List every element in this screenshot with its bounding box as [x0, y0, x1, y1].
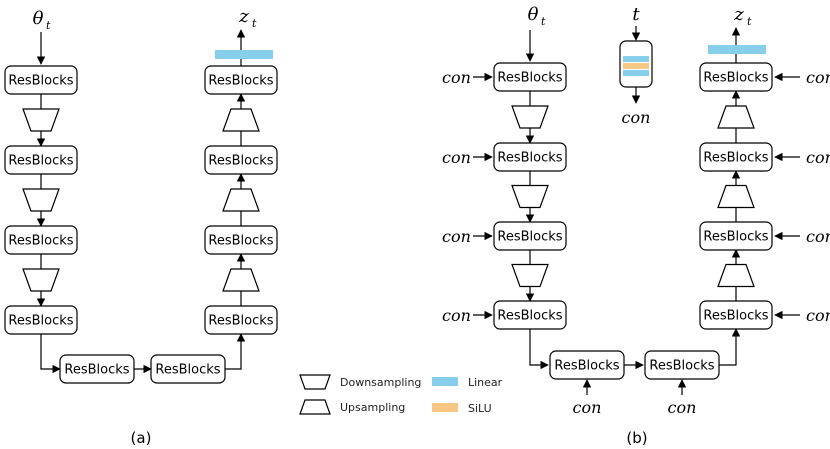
bottom-resblock-b-1-label: ResBlocks: [554, 359, 619, 374]
con-label-encoder-4: con: [442, 306, 471, 325]
flow-arrow: [529, 329, 549, 370]
decoder-resblock-a-2-label: ResBlocks: [208, 154, 273, 169]
encoder-resblock-b-3-label: ResBlocks: [497, 230, 562, 245]
encoder-resblock-a-2: [4, 145, 78, 175]
legend-silu-label: SiLU: [468, 402, 492, 415]
decoder-resblock-b-2-label: ResBlocks: [703, 151, 768, 166]
silu-legend-swatch: [432, 403, 458, 412]
encoder-resblock-a-1: [4, 65, 78, 95]
upsample-a-2: [222, 188, 260, 212]
legend: Downsampling Upsampling Linear SiLU: [299, 374, 503, 415]
con-label-bottom-1: con: [573, 398, 602, 417]
decoder-resblock-a-1-label: ResBlocks: [208, 74, 273, 89]
z-output-b-subscript: t: [747, 15, 752, 28]
encoder-resblock-b-1-label: ResBlocks: [497, 71, 562, 86]
z-output-a: z: [238, 6, 249, 27]
decoder-resblock-a-3: [204, 225, 278, 255]
theta-input-b: θ: [528, 4, 539, 25]
legend-downsampling-label: Downsampling: [340, 376, 421, 389]
con-label-decoder-4: con: [806, 306, 830, 325]
time-linear-2: [623, 70, 649, 76]
flow-arrow: [225, 333, 246, 370]
downsample-a-2: [22, 188, 60, 212]
decoder-resblock-b-1-label: ResBlocks: [703, 71, 768, 86]
con-label-bottom-2: con: [668, 398, 697, 417]
bottom-resblock-b-2-label: ResBlocks: [649, 359, 714, 374]
bottom-resblock-b-1: [549, 350, 625, 380]
encoder-resblock-b-2: [493, 142, 567, 172]
flow-arrow: [719, 328, 741, 366]
linear-legend-swatch: [432, 377, 458, 386]
encoder-resblock-b-3: [493, 221, 567, 251]
legend-upsampling-label: Upsampling: [340, 401, 405, 414]
decoder-resblock-a-4-label: ResBlocks: [208, 314, 273, 329]
downsample-b-3: [511, 263, 549, 288]
legend-linear-label: Linear: [468, 376, 503, 389]
bottom-resblock-b-2: [644, 350, 720, 380]
con-label-encoder-3: con: [442, 227, 471, 246]
encoder-resblock-b-4: [493, 300, 567, 330]
decoder-resblock-b-4-label: ResBlocks: [703, 309, 768, 324]
bottom-resblock-a-1-label: ResBlocks: [64, 363, 129, 378]
theta-input-a: θ: [33, 8, 44, 29]
decoder-resblock-b-2: [699, 142, 773, 172]
encoder-resblock-b-1: [493, 62, 567, 92]
upsample-a-1: [222, 108, 260, 132]
downsample-a-3: [22, 268, 60, 292]
decoder-resblock-b-3-label: ResBlocks: [703, 230, 768, 245]
upsample-b-2: [717, 184, 755, 209]
encoder-resblock-b-2-label: ResBlocks: [497, 151, 562, 166]
time-linear-1: [623, 56, 649, 62]
upsample-b-1: [717, 105, 755, 129]
t-input: t: [632, 4, 640, 25]
bottom-resblock-a-2: [150, 354, 226, 384]
con-label-decoder-2: con: [806, 148, 830, 167]
linear-layer-a: [215, 50, 273, 59]
theta-input-b-subscript: t: [541, 15, 546, 28]
bottom-resblock-a-1: [59, 354, 135, 384]
linear-layer-b: [708, 45, 766, 54]
decoder-resblock-b-4: [699, 300, 773, 330]
decoder-resblock-a-4: [204, 305, 278, 335]
con-label-decoder-3: con: [806, 227, 830, 246]
flow-arrow: [40, 334, 61, 374]
downsample-b-2: [511, 184, 549, 209]
upsampling-legend-icon: [299, 399, 331, 415]
upsample-a-3: [222, 268, 260, 292]
con-label-decoder-1: con: [806, 68, 830, 87]
encoder-resblock-a-3: [4, 225, 78, 255]
downsample-b-1: [511, 105, 549, 129]
con-label-encoder-1: con: [442, 68, 471, 87]
encoder-resblock-a-2-label: ResBlocks: [8, 154, 73, 169]
decoder-resblock-a-3-label: ResBlocks: [208, 234, 273, 249]
decoder-resblock-a-1: [204, 65, 278, 95]
downsample-a-1: [22, 108, 60, 132]
downsampling-legend-icon: [299, 374, 331, 390]
encoder-resblock-b-4-label: ResBlocks: [497, 309, 562, 324]
decoder-resblock-b-1: [699, 62, 773, 92]
encoder-resblock-a-4: [4, 305, 78, 335]
time-silu: [623, 63, 649, 69]
z-output-a-subscript: t: [252, 17, 257, 30]
decoder-resblock-a-2: [204, 145, 278, 175]
encoder-resblock-a-3-label: ResBlocks: [8, 234, 73, 249]
caption-b: (b): [626, 429, 647, 447]
encoder-resblock-a-4-label: ResBlocks: [8, 314, 73, 329]
con-label-time-output: con: [622, 108, 651, 127]
con-label-encoder-2: con: [442, 148, 471, 167]
encoder-resblock-a-1-label: ResBlocks: [8, 74, 73, 89]
z-output-b: z: [733, 4, 744, 25]
bottom-resblock-a-2-label: ResBlocks: [155, 363, 220, 378]
theta-input-a-subscript: t: [46, 19, 51, 32]
upsample-b-3: [717, 263, 755, 288]
decoder-resblock-b-3: [699, 221, 773, 251]
caption-a: (a): [131, 429, 152, 447]
